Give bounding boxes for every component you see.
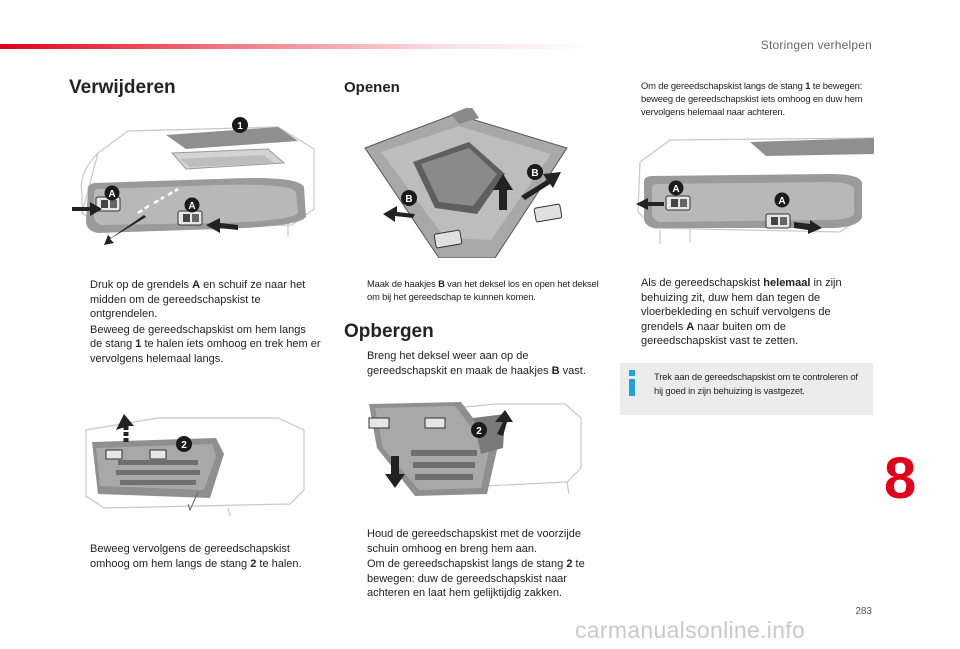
store-step-5: Als de gereedschapskist helemaal in zijn… (641, 277, 842, 347)
header-color-bar (0, 44, 600, 49)
chapter-number: 8 (884, 446, 917, 511)
section-title-open: Openen (344, 79, 400, 96)
label-a-right-lock: A (778, 196, 785, 207)
remove-step-1: Druk op de grendels A en schuif ze naar … (90, 279, 306, 320)
remove-step-3: Beweeg vervolgens de gereedschapskist om… (90, 543, 302, 570)
figure-store-lock-latches: A A (636, 137, 874, 244)
label-2-store: 2 (476, 426, 482, 437)
right-instructions-mid: Als de gereedschapskist helemaal in zijn… (620, 276, 874, 350)
section-title-store: Opbergen (344, 321, 434, 342)
info-note-text: Trek aan de gereedschapskist om te contr… (654, 371, 858, 396)
figure-remove-lift-over-bar-2: 2 (85, 414, 305, 517)
figure-remove-release-latches: A A 1 (72, 117, 315, 245)
section-title-remove: Verwijderen (69, 77, 176, 98)
label-a-left: A (108, 189, 115, 200)
store-instructions: Breng het deksel weer aan op de gereedsc… (346, 349, 602, 379)
running-header: Storingen verhelpen (760, 38, 872, 52)
page-number: 283 (855, 606, 872, 617)
right-instructions-top: Om de gereedschapskist langs de stang 1 … (620, 79, 874, 119)
info-icon (629, 370, 635, 396)
remove-step-2: Beweeg de gereedschapskist om hem langs … (90, 323, 321, 365)
watermark: carmanualsonline.info (575, 617, 806, 643)
label-a-left-lock: A (672, 184, 679, 195)
label-2: 2 (181, 440, 187, 451)
open-instructions: Maak de haakjes B van het deksel los en … (346, 277, 602, 304)
store-step-4: Om de gereedschapskist langs de stang 1 … (641, 80, 863, 117)
figure-store-tilt-insert: 2 (368, 402, 582, 496)
open-step-1: Maak de haakjes B van het deksel los en … (367, 278, 599, 302)
figure-open-lid-hooks-b: B B (364, 108, 568, 258)
label-b-left: B (405, 194, 412, 205)
label-1: 1 (237, 121, 243, 132)
label-a-right: A (188, 201, 195, 212)
remove-final-instruction: Beweeg vervolgens de gereedschapskist om… (69, 542, 323, 572)
store-step-2: Houd de gereedschapskist met de voorzijd… (367, 528, 582, 555)
info-note: Trek aan de gereedschapskist om te contr… (620, 363, 873, 415)
store-step-1: Breng het deksel weer aan op de gereedsc… (367, 350, 586, 377)
store-step-3: Om de gereedschapskist langs de stang 2 … (367, 558, 585, 599)
label-b-right: B (531, 168, 538, 179)
remove-instructions: Druk op de grendels A en schuif ze naar … (69, 278, 321, 367)
store-insert-instructions: Houd de gereedschapskist met de voorzijd… (346, 527, 602, 602)
